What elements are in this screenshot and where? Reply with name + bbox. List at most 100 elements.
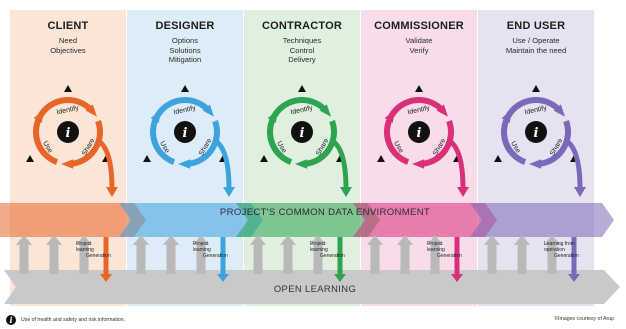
cycle-arrowhead <box>384 109 395 123</box>
cycle-arrowhead <box>202 104 215 117</box>
column-description-line: Control <box>289 45 315 55</box>
cycle-arrowhead <box>61 159 74 169</box>
learning-note-line: Project <box>76 241 92 247</box>
learning-note-line: learning <box>310 247 328 253</box>
info-icon-glyph: i <box>300 126 305 141</box>
info-icon <box>57 121 79 143</box>
cycle-to-cde-arrowhead <box>574 187 586 197</box>
column-title: END USER <box>506 20 566 32</box>
cycle-arc <box>267 114 293 165</box>
column-description-line: Techniques <box>282 36 322 45</box>
column-description-line: Use / Operate <box>512 36 560 45</box>
stage-marker-icon <box>181 85 189 92</box>
learning-note-line: learning <box>427 247 445 253</box>
cycle-to-cde-arrowhead <box>457 187 469 197</box>
info-icon-glyph: i <box>183 126 188 141</box>
cycle-arrowhead <box>319 104 332 117</box>
open-learning-label: OPEN LEARNING <box>273 283 357 294</box>
cycle-arc <box>150 114 176 165</box>
learning-arrow-head <box>193 235 209 245</box>
stage-marker-icon <box>260 155 268 162</box>
cde-segment-designer <box>119 203 263 237</box>
cycle-arrowhead <box>267 109 278 123</box>
footer-legend-text: Use of health and safety and risk inform… <box>21 317 126 323</box>
column-down-arrowhead-end-user <box>568 274 580 282</box>
cde-segment-end-user <box>470 203 614 237</box>
cycle-arc <box>388 97 446 118</box>
cde-segment-client <box>0 203 146 237</box>
cycle-label-identify: Identify <box>407 105 431 117</box>
cycle-arrowhead <box>529 159 542 169</box>
cycle-label-identify: Identify <box>524 105 548 117</box>
cycle-to-cde-arrow <box>98 140 115 190</box>
column-down-arrowhead-commissioner <box>451 274 463 282</box>
cycle-arc <box>184 120 220 167</box>
column-title: CLIENT <box>47 20 89 32</box>
cycle-arc <box>505 97 563 118</box>
cycle-arc <box>501 114 527 165</box>
column-description-line: Need <box>58 36 78 45</box>
info-icon-glyph: i <box>417 126 422 141</box>
learning-arrow-head <box>163 235 179 245</box>
column-title: DESIGNER <box>155 20 215 32</box>
info-icon-glyph: i <box>534 126 539 141</box>
stage-marker-icon <box>298 85 306 92</box>
learning-arrow-head <box>310 235 326 245</box>
info-icon <box>174 121 196 143</box>
footer-credit: ©Images courtesy of Arup <box>554 316 614 322</box>
cycle-arrowhead <box>412 159 425 169</box>
cycle-arrowhead <box>85 104 98 117</box>
cycle-to-cde-arrowhead <box>340 187 352 197</box>
stage-marker-icon <box>494 155 502 162</box>
cycle-to-cde-arrowhead <box>223 187 235 197</box>
cycle-label-identify: Identify <box>173 105 197 117</box>
cycle-to-cde-arrowhead <box>106 187 118 197</box>
learning-arrow-head <box>16 235 32 245</box>
cycle-arc <box>301 120 337 167</box>
cycle-to-cde-arrow <box>332 140 349 190</box>
learning-note-line: operation <box>544 247 565 253</box>
column-description-line: Mitigation <box>168 55 202 65</box>
cycle-label-identify: Identify <box>56 105 80 117</box>
cde-label: PROJECT'S COMMON DATA ENVIRONMENT <box>219 207 431 218</box>
cycle-arc <box>418 120 454 167</box>
learning-note-line: Generation <box>320 253 345 259</box>
info-icon <box>291 121 313 143</box>
column-description-line: Verify <box>409 45 429 55</box>
cycle-arrowhead <box>501 109 512 123</box>
cycle-arrowhead <box>150 109 161 123</box>
column-description-line: Delivery <box>288 55 316 65</box>
column-description-line: Validate <box>405 36 433 45</box>
learning-note-line: Generation <box>437 253 462 259</box>
cycle-arrowhead <box>178 159 191 169</box>
learning-note-line: Generation <box>203 253 228 259</box>
cycle-arrowhead <box>295 159 308 169</box>
cycle-to-cde-arrow <box>449 140 466 190</box>
cde-segment-commissioner <box>353 203 497 237</box>
column-down-arrowhead-client <box>100 274 112 282</box>
learning-arrow-head <box>514 235 530 245</box>
cycle-to-cde-arrow <box>215 140 232 190</box>
learning-arrow-head <box>397 235 413 245</box>
cycle-arrowhead <box>33 109 44 123</box>
learning-arrow-head <box>280 235 296 245</box>
info-icon <box>408 121 430 143</box>
column-down-arrowhead-contractor <box>334 274 346 282</box>
stage-marker-icon <box>532 85 540 92</box>
column-description-line: Objectives <box>50 45 86 55</box>
learning-arrow-head <box>427 235 443 245</box>
learning-arrow-head <box>250 235 266 245</box>
cycle-arc <box>384 114 410 165</box>
cycle-arc <box>535 120 571 167</box>
column-title: CONTRACTOR <box>261 20 342 32</box>
